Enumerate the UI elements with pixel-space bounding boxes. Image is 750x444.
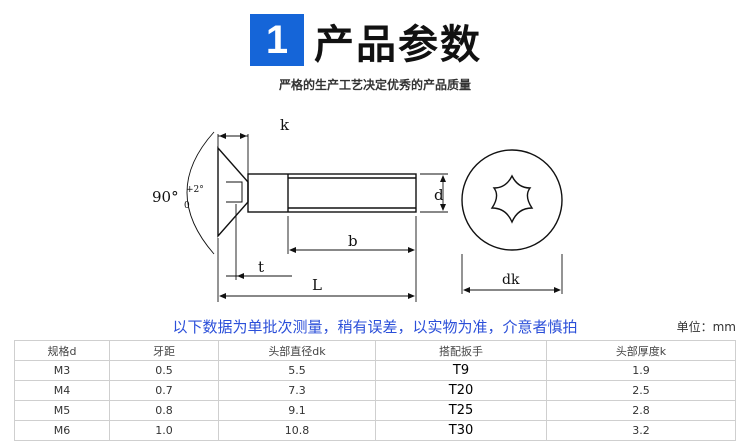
cell-head-diameter: 10.8: [218, 420, 376, 441]
cell-size: M5: [14, 400, 110, 421]
cell-wrench: T30: [375, 420, 547, 441]
unit-label: 单位：mm: [676, 320, 736, 334]
measurement-notice: 以下数据为单批次测量，稍有误差，以实物为准，介意者慎拍: [172, 318, 578, 336]
cell-size: M6: [14, 420, 110, 441]
cell-wrench: T25: [375, 400, 547, 421]
header-head-diameter: 头部直径dk: [218, 340, 376, 361]
table-row: M6 1.0 10.8 T30 3.2: [14, 420, 736, 441]
header-head-thickness: 头部厚度k: [546, 340, 736, 361]
section-title: 产品参数: [314, 22, 482, 68]
cell-head-thickness: 2.8: [546, 400, 736, 421]
dimension-label-dk: dk: [502, 272, 520, 288]
screw-shank-outline: [247, 173, 417, 213]
cell-head-diameter: 7.3: [218, 380, 376, 401]
angle-label: 90°: [152, 188, 179, 206]
screw-technical-drawing: k 90° +2° 0 d b t L dk: [152, 116, 563, 302]
screw-head-outline: [217, 146, 249, 238]
cell-pitch: 0.5: [109, 360, 219, 381]
notice-row: 以下数据为单批次测量，稍有误差，以实物为准，介意者慎拍 单位：mm: [14, 314, 736, 340]
angle-tolerance-plus: +2°: [186, 185, 204, 195]
section-number-badge: 1: [250, 14, 304, 66]
dimension-label-b: b: [348, 232, 358, 250]
cell-wrench: T20: [375, 380, 547, 401]
table-header-row: 规格d 牙距 头部直径dk 搭配扳手 头部厚度k: [14, 340, 736, 361]
header-wrench: 搭配扳手: [375, 340, 547, 361]
header-size: 规格d: [14, 340, 110, 361]
cell-head-thickness: 2.5: [546, 380, 736, 401]
table-row: M3 0.5 5.5 T9 1.9: [14, 360, 736, 381]
cell-head-thickness: 1.9: [546, 360, 736, 381]
header: 1 产品参数 严格的生产工艺决定优秀的产品质量: [0, 0, 750, 110]
spec-table-section: 以下数据为单批次测量，稍有误差，以实物为准，介意者慎拍 单位：mm 规格d 牙距…: [14, 314, 736, 441]
table-row: M5 0.8 9.1 T25 2.8: [14, 400, 736, 421]
cell-head-diameter: 9.1: [218, 400, 376, 421]
dimension-label-t: t: [258, 258, 264, 276]
cell-pitch: 0.7: [109, 380, 219, 401]
dimension-label-d: d: [434, 186, 444, 204]
cell-size: M3: [14, 360, 110, 381]
dimension-label-k: k: [280, 116, 290, 134]
angle-tolerance-zero: 0: [184, 201, 190, 211]
section-subtitle: 严格的生产工艺决定优秀的产品质量: [278, 78, 471, 92]
header-pitch: 牙距: [109, 340, 219, 361]
table-row: M4 0.7 7.3 T20 2.5: [14, 380, 736, 401]
screw-head-top-view: [461, 149, 563, 251]
spec-table: 规格d 牙距 头部直径dk 搭配扳手 头部厚度k M3 0.5 5.5 T9 1…: [14, 340, 736, 441]
cell-pitch: 1.0: [109, 420, 219, 441]
cell-size: M4: [14, 380, 110, 401]
torx-recess-shape: [490, 174, 534, 224]
cell-head-thickness: 3.2: [546, 420, 736, 441]
dimension-label-L: L: [312, 276, 322, 294]
cell-head-diameter: 5.5: [218, 360, 376, 381]
cell-wrench: T9: [375, 360, 547, 381]
cell-pitch: 0.8: [109, 400, 219, 421]
